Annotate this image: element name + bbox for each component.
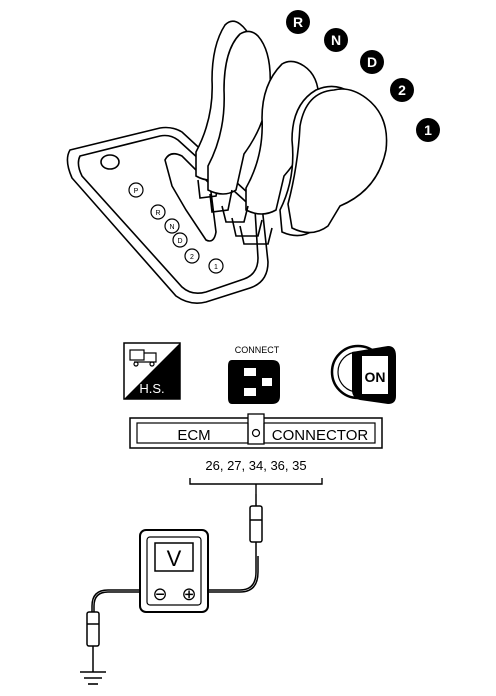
terminal-bracket: [189, 478, 323, 494]
gate-marker-label: 2: [190, 254, 194, 261]
gear-position-badges: R N D 2 1: [286, 10, 440, 142]
mount-hole: [100, 154, 120, 170]
gate-marker-1: 1: [208, 258, 224, 274]
gate-marker-r: R: [150, 204, 166, 220]
ground-probe: [86, 589, 140, 672]
shift-knob-1: [239, 88, 388, 245]
gear-badge-1: 1: [416, 118, 440, 142]
gate-marker-label: R: [155, 210, 160, 217]
voltmeter-negative-terminal: ⊖: [152, 584, 167, 604]
connect-icon-label: CONNECT: [235, 345, 280, 355]
gate-marker-label: P: [134, 188, 139, 195]
hs-icon-label: H.S.: [139, 381, 164, 396]
gear-badge-r: R: [286, 10, 310, 34]
gear-badge-label: D: [367, 54, 377, 70]
voltmeter: V ⊖ ⊕: [139, 529, 209, 613]
gate-marker-label: 1: [214, 264, 218, 271]
ignition-on-label: ON: [365, 369, 386, 385]
ignition-key-icon: ON: [330, 344, 396, 404]
gate-marker-n: N: [164, 218, 180, 234]
gear-badge-n: N: [324, 28, 348, 52]
ecm-connector-bar: ECM CONNECTOR: [129, 413, 383, 449]
shift-knob-n: [207, 30, 272, 213]
hs-icon: H.S.: [123, 342, 181, 400]
gear-badge-label: R: [293, 14, 303, 30]
gate-marker-d: D: [172, 232, 188, 248]
gate-marker-label: D: [177, 238, 182, 245]
gate-marker-p: P: [128, 182, 144, 198]
gear-badge-d: D: [360, 50, 384, 74]
gear-badge-label: N: [331, 32, 341, 48]
connector-label: CONNECTOR: [272, 427, 369, 444]
gate-position-markers: P R ND 2 1: [128, 182, 224, 274]
gate-marker-2: 2: [184, 248, 200, 264]
gate-slot: [164, 152, 217, 242]
positive-probe: [208, 494, 263, 593]
gear-badge-label: 2: [398, 82, 406, 98]
terminal-numbers: 26, 27, 34, 36, 35: [205, 458, 306, 473]
ground-symbol-icon: [80, 671, 106, 685]
gear-badge-label: 1: [424, 122, 432, 138]
connector-icon: CONNECT: [228, 345, 280, 404]
voltmeter-display: V: [167, 546, 182, 571]
ecm-label: ECM: [177, 427, 210, 444]
voltmeter-positive-terminal: ⊕: [181, 584, 196, 604]
gear-badge-2: 2: [390, 78, 414, 102]
gate-marker-label: N: [169, 224, 174, 231]
shift-knob-d: [221, 60, 320, 223]
